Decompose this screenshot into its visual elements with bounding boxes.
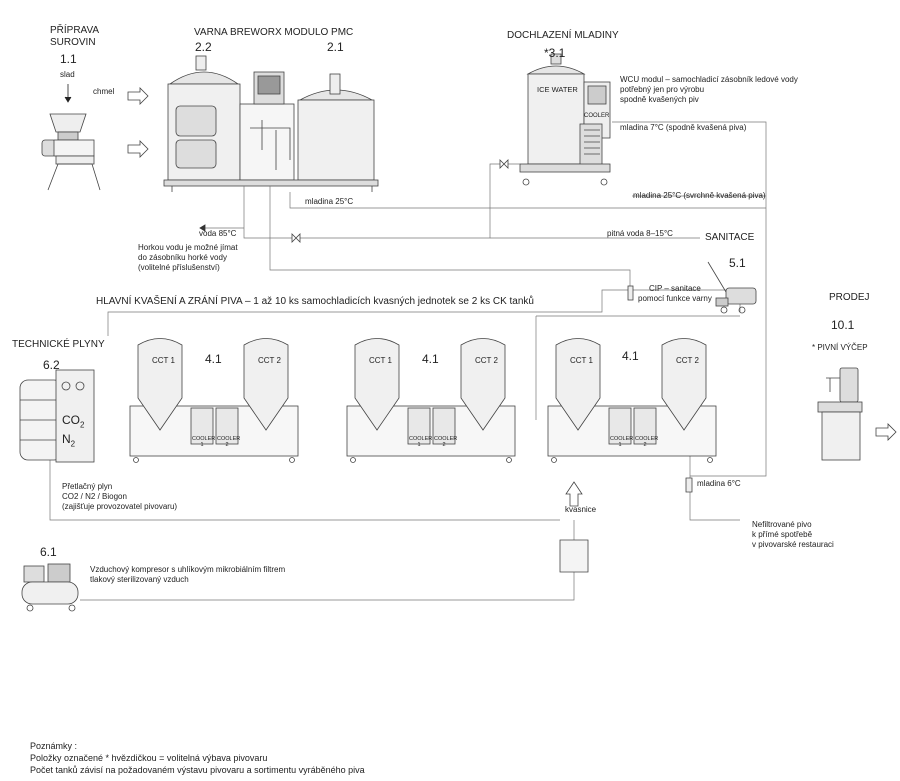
- ice-water-label: ICE WATER: [537, 85, 578, 94]
- kvasnice-label: kvasnice: [565, 505, 597, 514]
- fermentation-unit-icon: [346, 338, 516, 463]
- n2-subscript: 2: [70, 439, 76, 449]
- kvaseni-title: HLAVNÍ KVAŠENÍ A ZRÁNÍ PIVA – 1 až 10 ks…: [96, 296, 534, 307]
- fermentation-unit-icon: [547, 338, 717, 463]
- hot-water-note: Horkou vodu je možné jímat do zásobníku …: [138, 243, 238, 272]
- output-arrow-icon: [875, 423, 897, 441]
- notes-line2: Počet tanků závisí na požadovaném výstav…: [30, 765, 365, 775]
- unit3-cct2: CCT 2: [676, 356, 699, 365]
- chmel-label: chmel: [93, 87, 115, 96]
- fermentation-unit-icon: [129, 338, 299, 463]
- voda-85-label: voda 85°C: [199, 229, 237, 238]
- pitna-voda-label: pitná voda 8–15°C: [607, 229, 673, 238]
- mladina-7-label: mladina 7°C (spodně kvašená piva): [620, 123, 747, 132]
- yeast-vessel-icon: [559, 539, 589, 573]
- varna-number-left: 2.2: [195, 40, 212, 54]
- left-arrow-icon: [199, 224, 206, 232]
- sanitace-title: SANITACE: [705, 232, 755, 243]
- wort-cooling-tank-icon: [519, 53, 611, 186]
- sight-glass-icon: [685, 477, 693, 493]
- notes-title: Poznámky :: [30, 741, 78, 751]
- dochlazeni-number: *3.1: [544, 46, 566, 60]
- co2-label: CO: [62, 413, 80, 427]
- co2-subscript: 2: [80, 420, 85, 430]
- sanitace-number: 5.1: [729, 256, 746, 270]
- mladina-25-label: mladina 25°C: [305, 197, 354, 206]
- cooler-label: COOLER: [584, 113, 610, 119]
- notes-line1: Položky označené * hvězdičkou = voliteln…: [30, 753, 268, 763]
- beer-tap-icon: [817, 367, 863, 461]
- gas-cylinders-icon: [19, 369, 95, 463]
- unit2-cct1: CCT 1: [369, 356, 392, 365]
- input-arrow-icon: [127, 87, 149, 158]
- air-compressor-icon: [21, 563, 79, 612]
- priprava-number: 1.1: [60, 52, 77, 66]
- varna-title: VARNA BREWORX MODULO PMC: [194, 27, 354, 38]
- unit2-number: 4.1: [422, 352, 439, 366]
- plyny-title: TECHNICKÉ PLYNY: [12, 339, 105, 350]
- mladina-25-right-label: mladina 25°C (svrchně kvašená piva): [633, 191, 766, 200]
- mladina-6-label: mladina 6°C: [697, 479, 741, 488]
- varna-number-right: 2.1: [327, 40, 344, 54]
- prodej-title: PRODEJ: [829, 292, 870, 303]
- gas-note: Přetlačný plyn CO2 / N2 / Biogon (zajišť…: [62, 482, 178, 511]
- plyny-number: 6.2: [43, 358, 60, 372]
- wcu-note: WCU modul – samochladicí zásobník ledové…: [620, 75, 798, 104]
- prodej-number: 10.1: [831, 318, 855, 332]
- vycep-label: * PIVNÍ VÝČEP: [812, 343, 868, 352]
- brewhouse-icon: [163, 55, 379, 192]
- cip-cart-icon: [627, 261, 757, 314]
- notes-block: Poznámky : Položky označené * hvězdičkou…: [30, 740, 365, 776]
- dochlazeni-title: DOCHLAZENÍ MLADINY: [507, 30, 619, 41]
- gas-labels: CO2 N2: [62, 413, 84, 452]
- unit1-cct1: CCT 1: [152, 356, 175, 365]
- unit2-cct2: CCT 2: [475, 356, 498, 365]
- unit3-number: 4.1: [622, 349, 639, 363]
- priprava-title: PŘÍPRAVA SUROVIN: [50, 25, 100, 48]
- up-arrow-icon: [565, 481, 583, 507]
- unit3-cct1: CCT 1: [570, 356, 593, 365]
- unfiltered-beer-note: Nefiltrované pivo k přímé spotřebě v piv…: [752, 520, 834, 549]
- valve-icon: [291, 159, 509, 243]
- grain-mill-icon: [41, 84, 101, 191]
- compressor-note: Vzduchový kompresor s uhlíkovým mikrobiá…: [90, 565, 286, 584]
- cip-note: CIP – sanitace pomocí funkce varny: [638, 284, 712, 303]
- slad-label: slad: [60, 70, 75, 79]
- unit1-cct2: CCT 2: [258, 356, 281, 365]
- unit1-number: 4.1: [205, 352, 222, 366]
- n2-label: N: [62, 432, 71, 447]
- kompresor-number: 6.1: [40, 545, 57, 559]
